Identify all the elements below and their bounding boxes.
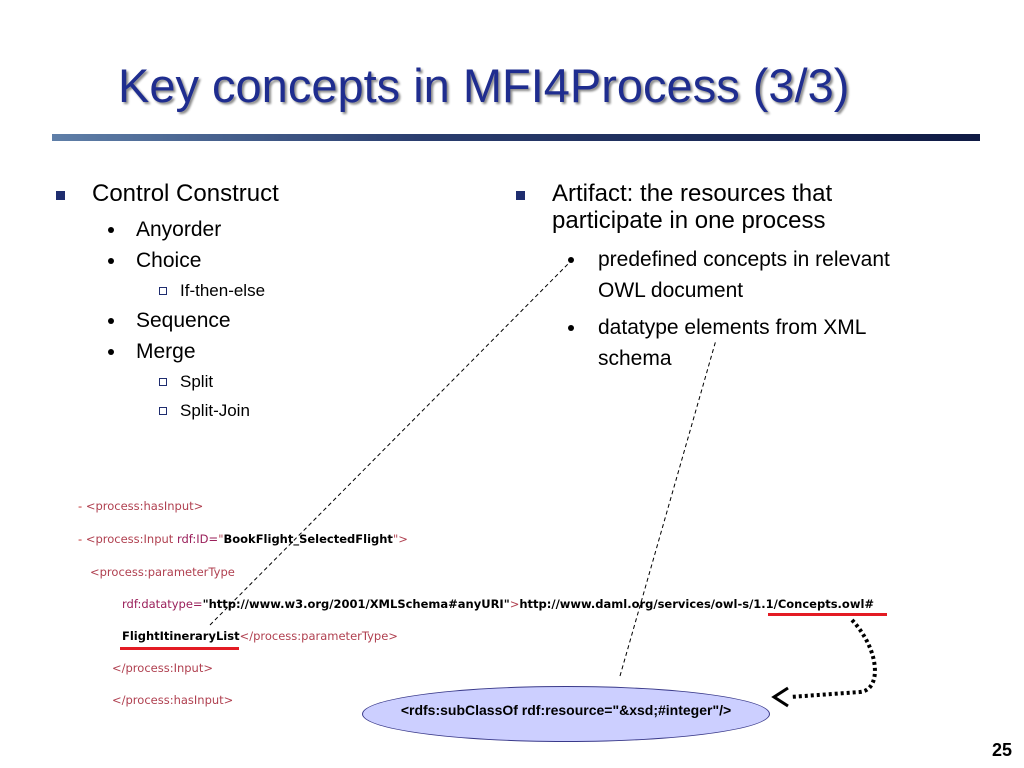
bullet-text: Split <box>180 372 214 391</box>
bullet-text-line1: Artifact: the resources that <box>552 180 833 207</box>
bullet-text: Merge <box>136 340 196 363</box>
left-column: Control Construct Anyorder Choice If-the… <box>56 180 476 425</box>
xml-line-itinerary: FlightItineraryList</process:parameterTy… <box>122 629 398 643</box>
bullet-split: Split <box>56 367 476 396</box>
xml-line-datatype: rdf:datatype="http://www.w3.org/2001/XML… <box>122 597 875 611</box>
bullet-artifact: Artifact: the resources that participate… <box>512 180 972 234</box>
bullet-predefined-concepts: predefined concepts in relevant OWL docu… <box>512 244 972 306</box>
dot-bullet-icon <box>568 325 574 331</box>
bullet-choice: Choice <box>56 245 476 276</box>
bullet-text-line2: schema <box>598 347 672 370</box>
bullet-anyorder: Anyorder <box>56 214 476 245</box>
hollow-square-bullet-icon <box>159 407 167 415</box>
dashed-connector-itinerary <box>209 263 569 626</box>
title-divider <box>52 134 980 141</box>
bullet-text-line1: predefined concepts in relevant <box>598 248 890 271</box>
square-bullet-icon <box>56 191 65 200</box>
bullet-merge: Merge <box>56 336 476 367</box>
bullet-text-line1: datatype elements from XML <box>598 316 867 339</box>
dot-bullet-icon <box>108 318 114 324</box>
bullet-text: Choice <box>136 249 202 272</box>
arrow-head-icon <box>771 686 789 708</box>
bullet-sequence: Sequence <box>56 305 476 336</box>
dot-bullet-icon <box>108 258 114 264</box>
bullet-text: Split-Join <box>180 401 250 420</box>
highlight-underline-itinerary <box>120 647 239 650</box>
right-column: Artifact: the resources that participate… <box>512 180 972 380</box>
bullet-control-construct: Control Construct <box>56 180 476 208</box>
callout-oval <box>362 686 770 742</box>
bullet-datatype-elements: datatype elements from XML schema <box>512 312 972 374</box>
xml-line-input-open: - <process:Input rdf:ID="BookFlight_Sele… <box>78 532 408 546</box>
dot-bullet-icon <box>108 349 114 355</box>
dashed-connector-datatype <box>619 339 717 677</box>
bullet-text-line2: participate in one process <box>552 207 826 234</box>
square-bullet-icon <box>516 191 525 200</box>
slide-title: Key concepts in MFI4Process (3/3) <box>118 59 850 112</box>
bullet-if-then-else: If-then-else <box>56 276 476 305</box>
callout-text: <rdfs:subClassOf rdf:resource="&xsd;#int… <box>400 702 732 718</box>
bullet-text: If-then-else <box>180 281 266 300</box>
xml-line-input-close: </process:Input> <box>112 661 213 675</box>
dotted-arrow-path <box>789 618 877 699</box>
xml-line-hasinput-open: - <process:hasInput> <box>78 499 204 513</box>
highlight-underline-concepts <box>768 613 887 616</box>
dot-bullet-icon <box>108 227 114 233</box>
xml-line-parametertype-open: <process:parameterType <box>90 565 235 579</box>
bullet-text: Control Construct <box>92 180 279 207</box>
xml-line-hasinput-close: </process:hasInput> <box>112 693 234 707</box>
page-number: 25 <box>991 740 1012 760</box>
hollow-square-bullet-icon <box>159 378 167 386</box>
bullet-split-join: Split-Join <box>56 396 476 425</box>
hollow-square-bullet-icon <box>159 287 167 295</box>
bullet-text: Sequence <box>136 309 231 332</box>
bullet-text: Anyorder <box>136 218 222 241</box>
bullet-text-line2: OWL document <box>598 279 744 302</box>
dot-bullet-icon <box>568 257 574 263</box>
